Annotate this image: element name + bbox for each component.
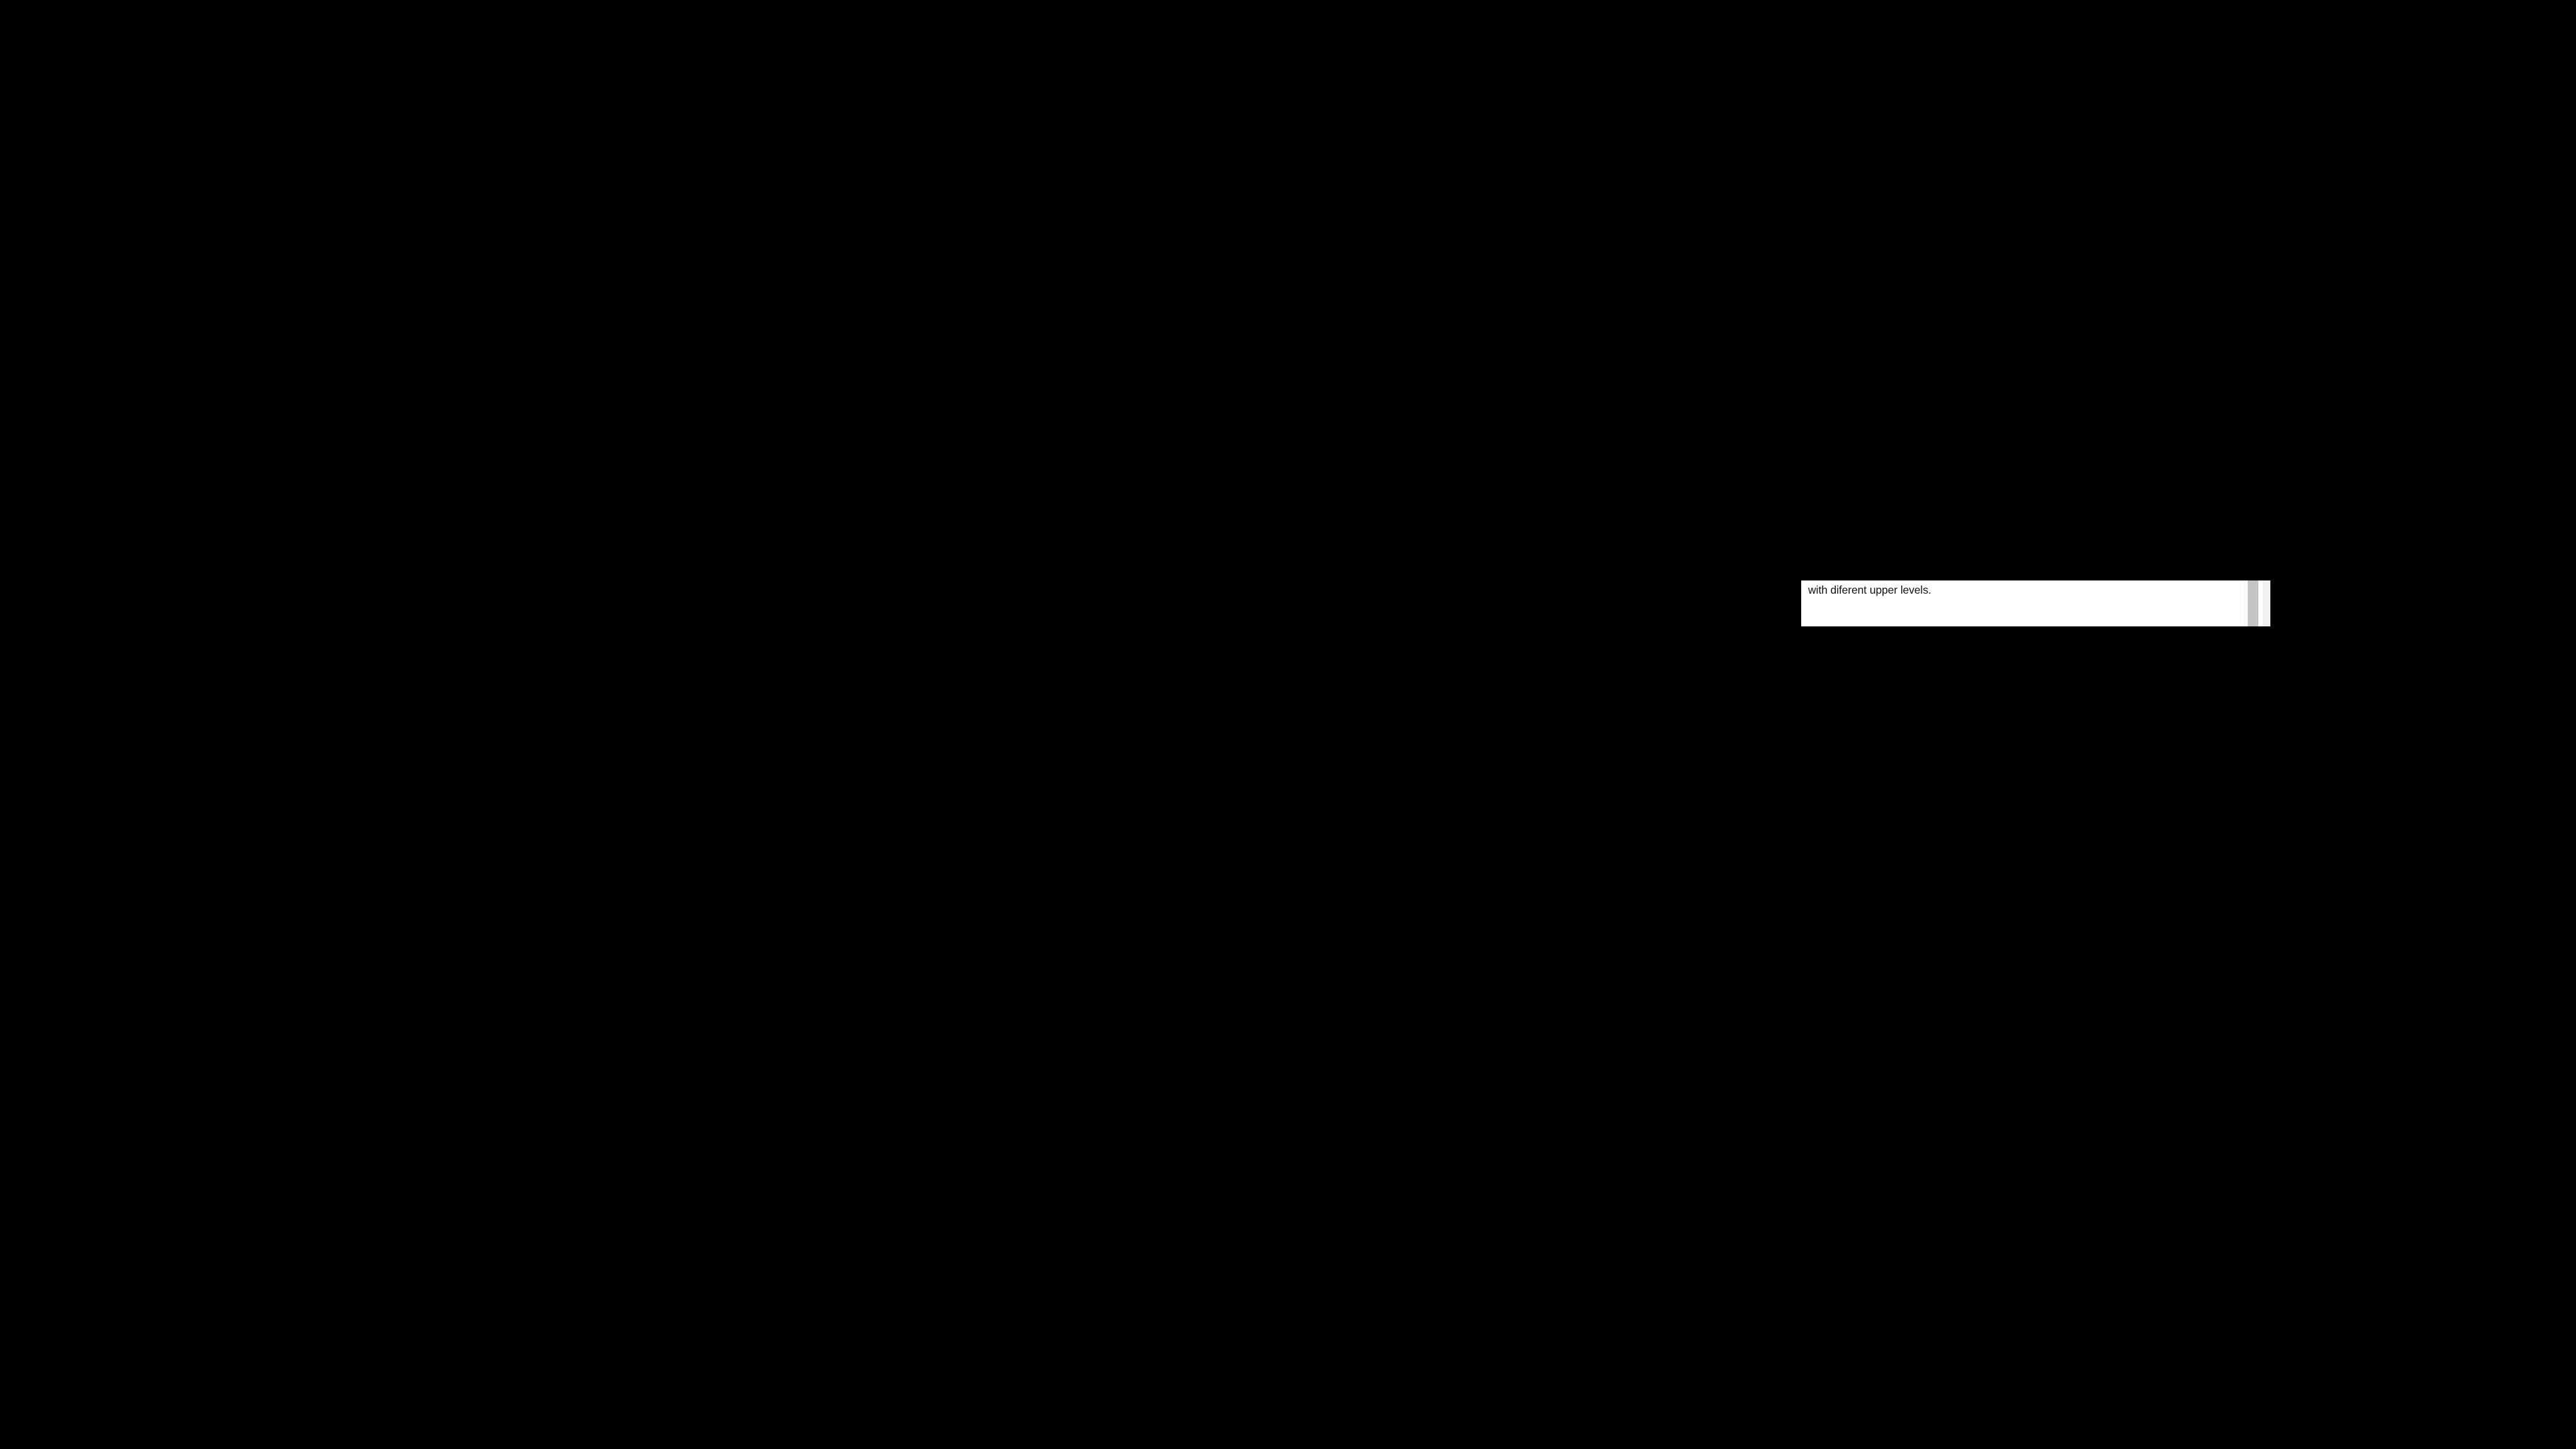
vertical-scrollbar[interactable]: [2241, 580, 2270, 626]
message-text: Ther is 38 grills different models on on…: [1808, 584, 1931, 596]
scrollbar-outer-gutter: [2263, 580, 2270, 626]
message-list-viewport[interactable]: Osvaldo F: Ther is 38 grills different m…: [1801, 580, 2241, 626]
message-list: Osvaldo F: Ther is 38 grills different m…: [1801, 580, 2241, 598]
scrollbar-thumb[interactable]: [2248, 580, 2258, 626]
list-item[interactable]: Osvaldo F: Ther is 38 grills different m…: [1808, 580, 2235, 598]
message-panel[interactable]: Osvaldo F: Ther is 38 grills different m…: [1801, 580, 2270, 626]
